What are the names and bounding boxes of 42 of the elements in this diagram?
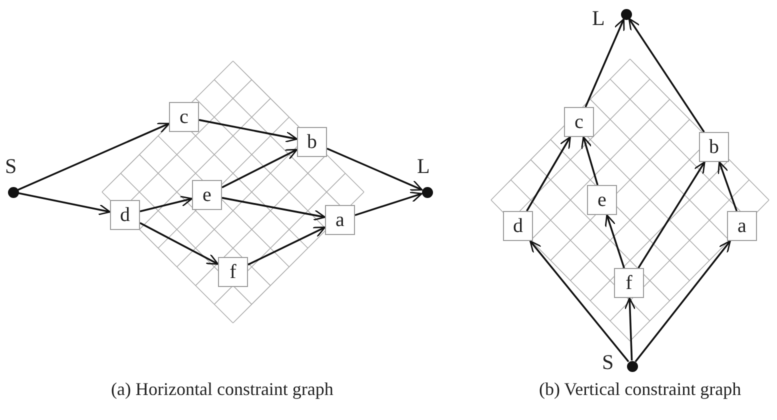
vertex-box: c xyxy=(169,102,199,132)
arrow xyxy=(18,122,170,191)
vertex-dot xyxy=(626,360,638,372)
vertex-box: d xyxy=(110,200,140,230)
arrow xyxy=(526,136,571,212)
arrow xyxy=(222,148,298,188)
arrow xyxy=(604,214,625,268)
vertex-dot xyxy=(620,8,632,20)
vertex-box: b xyxy=(297,127,327,157)
arrow xyxy=(530,240,630,362)
arrow xyxy=(248,226,326,266)
arrow xyxy=(634,240,731,362)
arrow xyxy=(581,136,598,186)
arrow xyxy=(140,222,219,265)
arrow xyxy=(718,161,738,212)
vertex-label: L xyxy=(417,156,430,177)
vertex-box: e xyxy=(587,185,617,215)
vertex-box: f xyxy=(218,257,248,287)
arrow xyxy=(354,192,422,216)
arrow xyxy=(326,148,423,191)
vertex-label: L xyxy=(592,8,605,29)
arrow xyxy=(18,192,111,216)
arrow xyxy=(198,119,298,143)
vertex-dot xyxy=(422,186,432,198)
vertex-label: S xyxy=(602,352,614,373)
vertex-dot xyxy=(8,186,18,198)
vertex-box: e xyxy=(192,180,222,210)
vertex-box: c xyxy=(564,107,594,137)
arrow xyxy=(628,18,705,132)
arrow xyxy=(222,196,326,221)
vertex-box: d xyxy=(503,211,533,241)
vertex-label: S xyxy=(5,156,17,177)
arrow xyxy=(584,18,625,108)
vertex-box: b xyxy=(699,132,729,162)
arrow xyxy=(624,297,636,361)
vertex-box: f xyxy=(614,268,644,298)
arrow xyxy=(140,196,193,212)
arrow xyxy=(638,161,706,268)
vertex-box: a xyxy=(325,205,355,235)
caption: (a) Horizontal constraint graph xyxy=(111,380,334,398)
vertex-box: a xyxy=(727,211,757,241)
caption: (b) Vertical constraint graph xyxy=(539,380,742,398)
